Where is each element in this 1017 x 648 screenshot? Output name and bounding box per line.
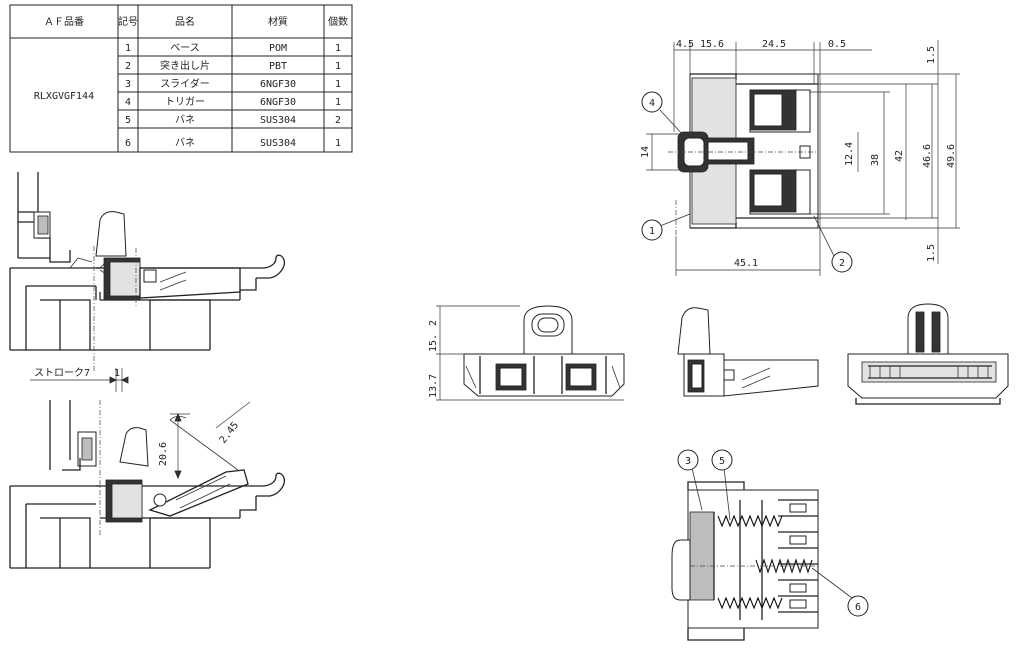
row-qty: 2 xyxy=(335,115,341,126)
callout-3: 3 xyxy=(685,456,691,467)
lift-dimensions: 20.6 2.45 xyxy=(158,401,251,480)
table-row: 3 スライダー 6NGF30 1 xyxy=(125,77,341,90)
stroke-value: 1 xyxy=(114,368,120,379)
table-row: 4 トリガー 6NGF30 1 xyxy=(125,96,341,108)
header-material: 材質 xyxy=(268,15,288,28)
dim-top-1: 4.5 xyxy=(676,39,694,50)
row-symbol: 2 xyxy=(125,61,131,72)
row-qty: 1 xyxy=(335,138,341,149)
table-row: 2 突き出し片 PBT 1 xyxy=(125,59,341,72)
row-symbol: 3 xyxy=(125,79,131,90)
dim-bottom: 45.1 xyxy=(734,258,758,269)
stroke-annotation: ストローク7 1 xyxy=(30,367,129,392)
dim-right-1: 1.5 xyxy=(926,46,937,64)
dim-front-3: 13.7 xyxy=(428,374,439,398)
row-name: ベース xyxy=(170,42,200,54)
row-symbol: 1 xyxy=(125,43,131,54)
side-view xyxy=(677,307,819,397)
row-material: SUS304 xyxy=(260,115,296,126)
af-part-number: RLXGVGF144 xyxy=(34,91,94,102)
detail-view: 3 5 6 xyxy=(671,449,869,641)
top-view: 4.5 15.6 24.5 0.5 1.5 12.4 38 42 46.6 49… xyxy=(640,39,960,276)
row-symbol: 5 xyxy=(125,115,131,126)
callout-1: 1 xyxy=(649,226,655,237)
dim-right-5: 46.6 xyxy=(922,144,933,168)
header-symbol: 記号 xyxy=(118,15,138,28)
row-name: バネ xyxy=(175,114,195,126)
row-name: バネ xyxy=(175,137,195,149)
header-qty: 個数 xyxy=(328,15,348,28)
row-name: スライダー xyxy=(160,77,210,90)
table-row: 5 バネ SUS304 2 xyxy=(125,114,341,126)
row-qty: 1 xyxy=(335,43,341,54)
row-symbol: 4 xyxy=(125,97,131,108)
callout-4: 4 xyxy=(649,98,655,109)
dim-top-3: 24.5 xyxy=(762,39,786,50)
dim-right-2: 12.4 xyxy=(844,142,855,166)
table-border xyxy=(9,4,353,153)
rear-view xyxy=(847,303,1009,405)
stroke-label: ストローク7 xyxy=(34,367,90,379)
table-row: 1 ベース POM 1 xyxy=(125,42,341,54)
callout-6: 6 xyxy=(855,602,861,613)
row-qty: 1 xyxy=(335,61,341,72)
header-name: 品名 xyxy=(175,15,195,28)
row-material: 6NGF30 xyxy=(260,97,296,108)
row-material: SUS304 xyxy=(260,138,296,149)
callout-5: 5 xyxy=(719,456,725,467)
row-material: 6NGF30 xyxy=(260,79,296,90)
row-symbol: 6 xyxy=(125,138,131,149)
front-view: 2 15. 13.7 xyxy=(428,305,625,401)
row-name: トリガー xyxy=(165,96,205,108)
header-af-part-no: ＡＦ品番 xyxy=(44,16,84,28)
table-row: 6 バネ SUS304 1 xyxy=(125,137,341,149)
dim-top-2: 15.6 xyxy=(700,39,724,50)
parts-table: ＡＦ品番 記号 品名 材質 個数 RLXGVGF144 1 ベース POM 1 … xyxy=(9,4,353,153)
row-name: 突き出し片 xyxy=(160,59,210,72)
section-view-open xyxy=(9,400,286,569)
dim-right-4: 42 xyxy=(894,150,905,162)
dim-top-4: 0.5 xyxy=(828,39,846,50)
dim-front-1: 2 xyxy=(428,320,439,326)
dim-front-2: 15. xyxy=(428,334,439,352)
dim-right-6: 49.6 xyxy=(946,144,957,168)
section-view-closed xyxy=(9,172,286,372)
dim-right-7: 1.5 xyxy=(926,244,937,262)
row-material: PBT xyxy=(269,61,287,72)
dim-left: 14 xyxy=(640,146,651,158)
row-qty: 1 xyxy=(335,79,341,90)
dim-right-3: 38 xyxy=(870,154,881,166)
row-qty: 1 xyxy=(335,97,341,108)
row-material: POM xyxy=(269,43,287,54)
callout-2: 2 xyxy=(839,258,845,269)
dim-lift: 20.6 xyxy=(158,442,169,466)
